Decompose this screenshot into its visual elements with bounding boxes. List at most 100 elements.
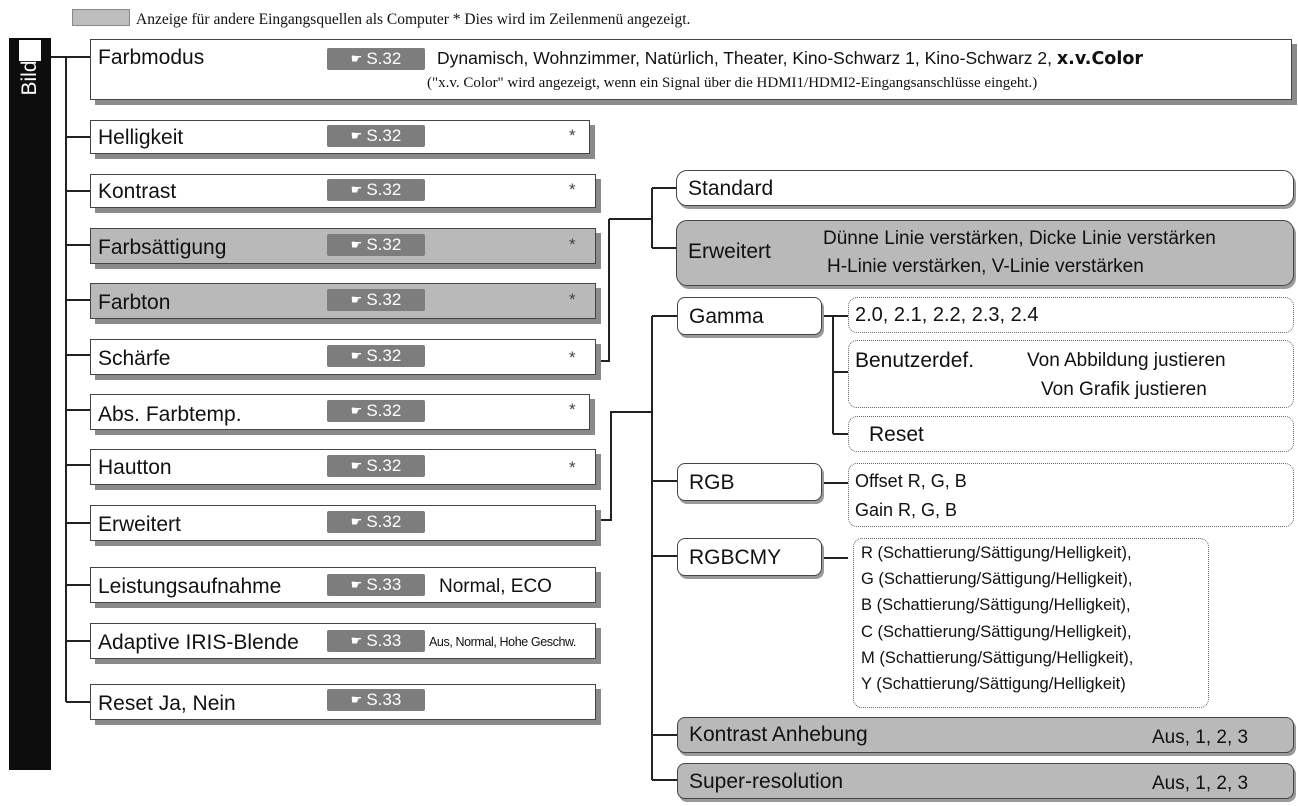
benutzerdef-line1: Von Abbildung justieren — [1027, 350, 1226, 371]
gamma-reset[interactable]: Reset — [848, 416, 1294, 452]
sub-label: Gamma — [689, 305, 764, 328]
pointing-hand-icon: ☛ — [350, 348, 363, 363]
page-ref-badge: ☛S.32 — [327, 179, 425, 201]
kontrast-anhebung-options: Aus, 1, 2, 3 — [1152, 727, 1249, 748]
menu-item-helligkeit[interactable]: Helligkeit ☛S.32 * — [90, 120, 590, 154]
legend: Anzeige für andere Eingangsquellen als C… — [72, 9, 690, 29]
leistungsaufnahme-options: Normal, ECO — [439, 576, 552, 597]
pointing-hand-icon: ☛ — [350, 403, 363, 418]
rgbcmy-line: G (Schattierung/Sättigung/Helligkeit), — [861, 570, 1133, 588]
page-ref-badge: ☛S.32 — [327, 455, 425, 477]
item-label: Hautton — [98, 456, 172, 479]
page-ref-badge: ☛S.33 — [327, 574, 425, 596]
page-ref-badge: ☛S.32 — [327, 345, 425, 367]
pointing-hand-icon: ☛ — [350, 692, 363, 707]
sub-label: Erweitert — [688, 240, 771, 263]
item-label: Adaptive IRIS-Blende — [98, 631, 299, 654]
menu-item-leistungsaufnahme[interactable]: Leistungsaufnahme ☛S.33 Normal, ECO — [90, 567, 596, 603]
gamma-benutzerdef[interactable]: Benutzerdef. Von Abbildung justieren Von… — [848, 340, 1294, 408]
erweitert-rgb[interactable]: RGB — [677, 463, 822, 501]
rgbcmy-line: R (Schattierung/Sättigung/Helligkeit), — [861, 544, 1132, 562]
xvcolor-option: x.v.Color — [1056, 49, 1143, 69]
row-menu-star: * — [569, 400, 576, 419]
pointing-hand-icon: ☛ — [350, 458, 363, 473]
erweitert-rgbcmy[interactable]: RGBCMY — [677, 538, 822, 576]
rgbcmy-options[interactable]: R (Schattierung/Sättigung/Helligkeit), G… — [853, 538, 1209, 708]
rgb-offset: Offset R, G, B — [855, 471, 967, 491]
sub-label: Kontrast Anhebung — [689, 723, 868, 746]
item-label: Farbton — [98, 291, 171, 314]
row-menu-star: * — [569, 348, 576, 367]
erweitert-kontrast-anhebung[interactable]: Kontrast Anhebung Aus, 1, 2, 3 — [677, 717, 1294, 753]
row-menu-star: * — [569, 235, 576, 254]
sub-label: Super-resolution — [689, 770, 844, 793]
schaerfe-erweitert[interactable]: Erweitert Dünne Linie verstärken, Dicke … — [676, 220, 1294, 286]
item-label: Abs. Farbtemp. — [98, 403, 242, 426]
pointing-hand-icon: ☛ — [350, 128, 363, 143]
rgbcmy-line: B (Schattierung/Sättigung/Helligkeit), — [861, 596, 1131, 614]
item-label: Farbsättigung — [98, 236, 227, 259]
menu-tab-marker — [19, 40, 41, 61]
gamma-options[interactable]: 2.0, 2.1, 2.2, 2.3, 2.4 — [848, 297, 1294, 333]
menu-item-hautton[interactable]: Hautton ☛S.32 * — [90, 449, 596, 485]
menu-tab-label: Bild — [18, 60, 41, 96]
menu-item-farbton[interactable]: Farbton ☛S.32 * — [90, 283, 596, 319]
menu-item-schaerfe[interactable]: Schärfe ☛S.32 * — [90, 339, 596, 375]
item-label: Erweitert — [98, 513, 181, 536]
farbmodus-options: Dynamisch, Wohnzimmer, Natürlich, Theate… — [437, 48, 1143, 69]
item-label: Kontrast — [98, 180, 177, 203]
menu-item-farbmodus[interactable]: Farbmodus ☛S.32 Dynamisch, Wohnzimmer, N… — [90, 39, 1292, 100]
menu-item-kontrast[interactable]: Kontrast ☛S.32 * — [90, 174, 596, 208]
benutzerdef-label: Benutzerdef. — [855, 349, 975, 372]
pointing-hand-icon: ☛ — [350, 182, 363, 197]
erweitert-options-line2: H-Linie verstärken, V-Linie verstärken — [827, 256, 1144, 277]
pointing-hand-icon: ☛ — [350, 237, 363, 252]
page-ref-badge: ☛S.32 — [327, 125, 425, 147]
item-label: Helligkeit — [98, 126, 184, 149]
farbmodus-note: ("x.v. Color" wird angezeigt, wenn ein S… — [427, 75, 1038, 91]
pointing-hand-icon: ☛ — [350, 633, 363, 648]
legend-text: Anzeige für andere Eingangsquellen als C… — [136, 11, 691, 28]
page-ref-badge: ☛S.32 — [327, 234, 425, 256]
pointing-hand-icon: ☛ — [350, 514, 363, 529]
menu-item-reset[interactable]: Reset Ja, Nein ☛S.33 — [90, 684, 596, 720]
row-menu-star: * — [569, 458, 576, 477]
pointing-hand-icon: ☛ — [350, 577, 363, 592]
erweitert-options-line1: Dünne Linie verstärken, Dicke Linie vers… — [823, 228, 1216, 249]
rgb-gain: Gain R, G, B — [855, 500, 958, 520]
rgbcmy-line: Y (Schattierung/Sättigung/Helligkeit) — [861, 675, 1126, 693]
sub-label: RGBCMY — [689, 546, 782, 569]
page-ref-badge: ☛S.32 — [327, 400, 425, 422]
super-resolution-options: Aus, 1, 2, 3 — [1152, 773, 1249, 794]
iris-options: Aus, Normal, Hohe Geschw. — [429, 635, 577, 649]
rgbcmy-line: M (Schattierung/Sättigung/Helligkeit), — [861, 649, 1134, 667]
item-label: Schärfe — [98, 347, 171, 370]
page-ref-badge: ☛S.32 — [327, 48, 425, 70]
erweitert-gamma[interactable]: Gamma — [677, 297, 822, 335]
menu-item-erweitert[interactable]: Erweitert ☛S.32 — [90, 505, 596, 541]
gamma-options-text: 2.0, 2.1, 2.2, 2.3, 2.4 — [855, 304, 1039, 326]
menu-tab[interactable] — [9, 38, 51, 770]
row-menu-star: * — [569, 126, 576, 145]
sub-label: Standard — [688, 177, 774, 200]
menu-item-iris[interactable]: Adaptive IRIS-Blende ☛S.33 Aus, Normal, … — [90, 623, 596, 659]
schaerfe-standard[interactable]: Standard — [676, 170, 1294, 206]
page-ref-badge: ☛S.32 — [327, 289, 425, 311]
menu-item-abs-farbtemp[interactable]: Abs. Farbtemp. ☛S.32 * — [90, 394, 590, 430]
rgbcmy-line: C (Schattierung/Sättigung/Helligkeit), — [861, 623, 1132, 641]
item-label: Reset Ja, Nein — [98, 692, 236, 715]
page-ref-badge: ☛S.33 — [327, 689, 425, 711]
gamma-reset-label: Reset — [869, 423, 924, 446]
sub-label: RGB — [689, 471, 735, 494]
item-label: Leistungsaufnahme — [98, 575, 282, 598]
menu-item-farbsaettigung[interactable]: Farbsättigung ☛S.32 * — [90, 228, 596, 264]
erweitert-super-resolution[interactable]: Super-resolution Aus, 1, 2, 3 — [677, 763, 1294, 799]
item-label: Farbmodus — [98, 46, 205, 69]
pointing-hand-icon: ☛ — [350, 292, 363, 307]
legend-swatch — [72, 9, 130, 26]
rgb-options[interactable]: Offset R, G, B Gain R, G, B — [848, 463, 1294, 527]
benutzerdef-line2: Von Grafik justieren — [1041, 379, 1207, 400]
page-ref-badge: ☛S.33 — [327, 630, 425, 652]
pointing-hand-icon: ☛ — [350, 51, 363, 66]
